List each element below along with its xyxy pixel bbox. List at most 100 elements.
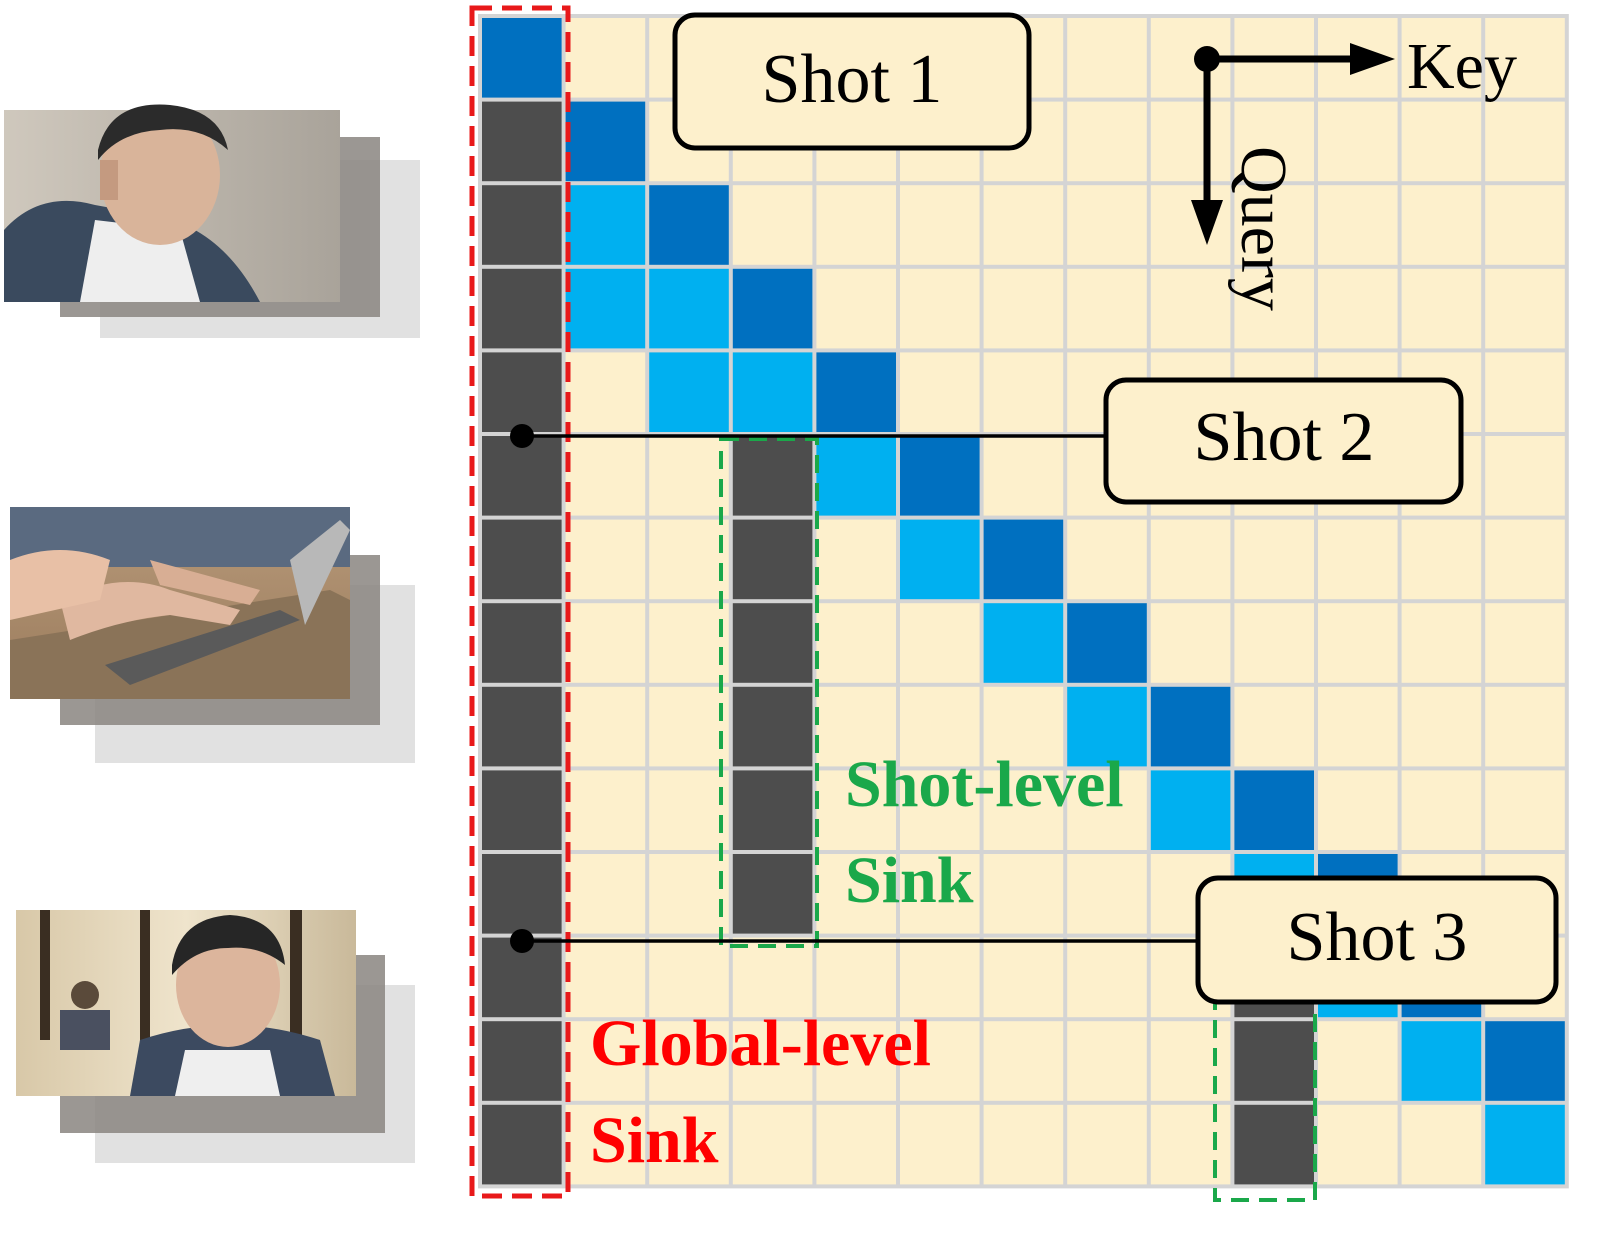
grid-cell-empty: [649, 1021, 729, 1101]
grid-cell-empty: [1401, 1104, 1482, 1185]
grid-cell-empty: [1485, 352, 1565, 432]
grid-cell-light: [649, 268, 729, 349]
grid-cell-empty: [900, 185, 980, 265]
global-sink-highlight-box: [469, 5, 571, 1199]
key-query-axes: Key Query: [1191, 30, 1517, 311]
attention-grid: [478, 14, 1569, 1189]
grid-cell-empty: [900, 603, 980, 683]
grid-cell-empty: [1150, 1104, 1231, 1185]
grid-cell-empty: [1485, 268, 1565, 349]
grid-cell-empty: [565, 854, 646, 934]
grid-cell-empty: [649, 1104, 729, 1185]
grid-cell-sink: [482, 854, 562, 934]
grid-cell-empty: [983, 185, 1064, 265]
grid-cell-empty: [1067, 1104, 1147, 1185]
grid-cell-empty: [1234, 686, 1314, 767]
grid-cell-empty: [900, 352, 980, 432]
grid-cell-empty: [1401, 18, 1482, 98]
key-arrow-icon: [1350, 43, 1395, 75]
grid-cell-empty: [1485, 686, 1565, 767]
grid-cell-empty: [1067, 18, 1147, 98]
grid-cell-light: [565, 185, 646, 265]
grid-cell-empty: [900, 1104, 980, 1185]
grid-cell-empty: [565, 1104, 646, 1185]
shot-2-sink-highlight-box: [719, 437, 819, 948]
grid-cell-empty: [816, 686, 896, 767]
grid-cell-sink: [732, 603, 813, 683]
grid-cell-empty: [1067, 937, 1147, 1018]
grid-cell-empty: [1401, 185, 1482, 265]
grid-cell-empty: [1150, 1021, 1231, 1101]
grid-cell-empty: [649, 519, 729, 600]
grid-cell-empty: [1234, 603, 1314, 683]
grid-cell-dark: [565, 101, 646, 182]
grid-cell-empty: [816, 185, 896, 265]
grid-cell-sink: [732, 436, 813, 516]
grid-cell-light: [1485, 1104, 1565, 1185]
grid-cell-empty: [732, 1104, 813, 1185]
grid-cell-empty: [565, 352, 646, 432]
grid-cell-dark: [649, 185, 729, 265]
grid-cell-empty: [1150, 185, 1231, 265]
grid-cell-empty: [1067, 185, 1147, 265]
grid-cell-empty: [649, 854, 729, 934]
grid-cell-empty: [565, 937, 646, 1018]
grid-cell-empty: [983, 1104, 1064, 1185]
grid-cell-empty: [1067, 101, 1147, 182]
grid-cell-empty: [1067, 770, 1147, 850]
grid-cell-empty: [1401, 268, 1482, 349]
shot-2-label: Shot 2: [1103, 377, 1464, 505]
grid-cell-empty: [1318, 603, 1398, 683]
svg-text:Shot 1: Shot 1: [762, 41, 943, 118]
grid-cell-dark: [482, 18, 562, 98]
grid-cell-sink: [1234, 1021, 1314, 1101]
grid-cell-empty: [1234, 185, 1314, 265]
grid-cell-empty: [1318, 770, 1398, 850]
grid-cell-empty: [565, 18, 646, 98]
grid-cell-light: [1150, 770, 1231, 850]
grid-cell-dark: [1485, 1021, 1565, 1101]
grid-cell-empty: [565, 770, 646, 850]
grid-cell-empty: [816, 1104, 896, 1185]
shot-2-marker-dot: [510, 424, 534, 448]
grid-cell-sink: [482, 603, 562, 683]
grid-cell-empty: [816, 937, 896, 1018]
grid-cell-empty: [732, 937, 813, 1018]
grid-cell-empty: [565, 519, 646, 600]
grid-cell-empty: [649, 686, 729, 767]
svg-text:Shot 2: Shot 2: [1194, 399, 1375, 476]
grid-cell-sink: [482, 1021, 562, 1101]
grid-cell-empty: [816, 268, 896, 349]
svg-text:Shot-level: Shot-level: [845, 748, 1124, 821]
query-label: Query: [1227, 146, 1300, 311]
grid-cell-empty: [900, 854, 980, 934]
key-label: Key: [1407, 30, 1517, 103]
grid-cell-empty: [983, 770, 1064, 850]
grid-cell-empty: [1150, 268, 1231, 349]
grid-cell-sink: [482, 352, 562, 432]
grid-cell-empty: [649, 603, 729, 683]
grid-cell-sink: [482, 101, 562, 182]
shot-3-sink-highlight-box: [1213, 1000, 1317, 1202]
grid-cell-dark: [983, 519, 1064, 600]
grid-cell-empty: [1234, 268, 1314, 349]
grid-cell-empty: [1150, 603, 1231, 683]
grid-cell-dark: [1150, 686, 1231, 767]
grid-cell-empty: [1485, 436, 1565, 516]
grid-cell-dark: [1067, 603, 1147, 683]
shot-1-label: Shot 1: [672, 12, 1032, 151]
grid-cell-empty: [565, 436, 646, 516]
grid-cell-empty: [1485, 185, 1565, 265]
grid-cell-empty: [649, 937, 729, 1018]
shot-3-marker-dot: [510, 929, 534, 953]
grid-cell-light: [565, 268, 646, 349]
grid-cell-empty: [900, 770, 980, 850]
grid-cell-empty: [1485, 770, 1565, 850]
grid-cell-sink: [1234, 1104, 1314, 1185]
grid-cell-empty: [1234, 101, 1314, 182]
grid-cell-dark: [816, 352, 896, 432]
grid-cell-empty: [1401, 686, 1482, 767]
grid-cell-empty: [816, 519, 896, 600]
grid-cell-sink: [732, 854, 813, 934]
grid-cell-empty: [1401, 603, 1482, 683]
